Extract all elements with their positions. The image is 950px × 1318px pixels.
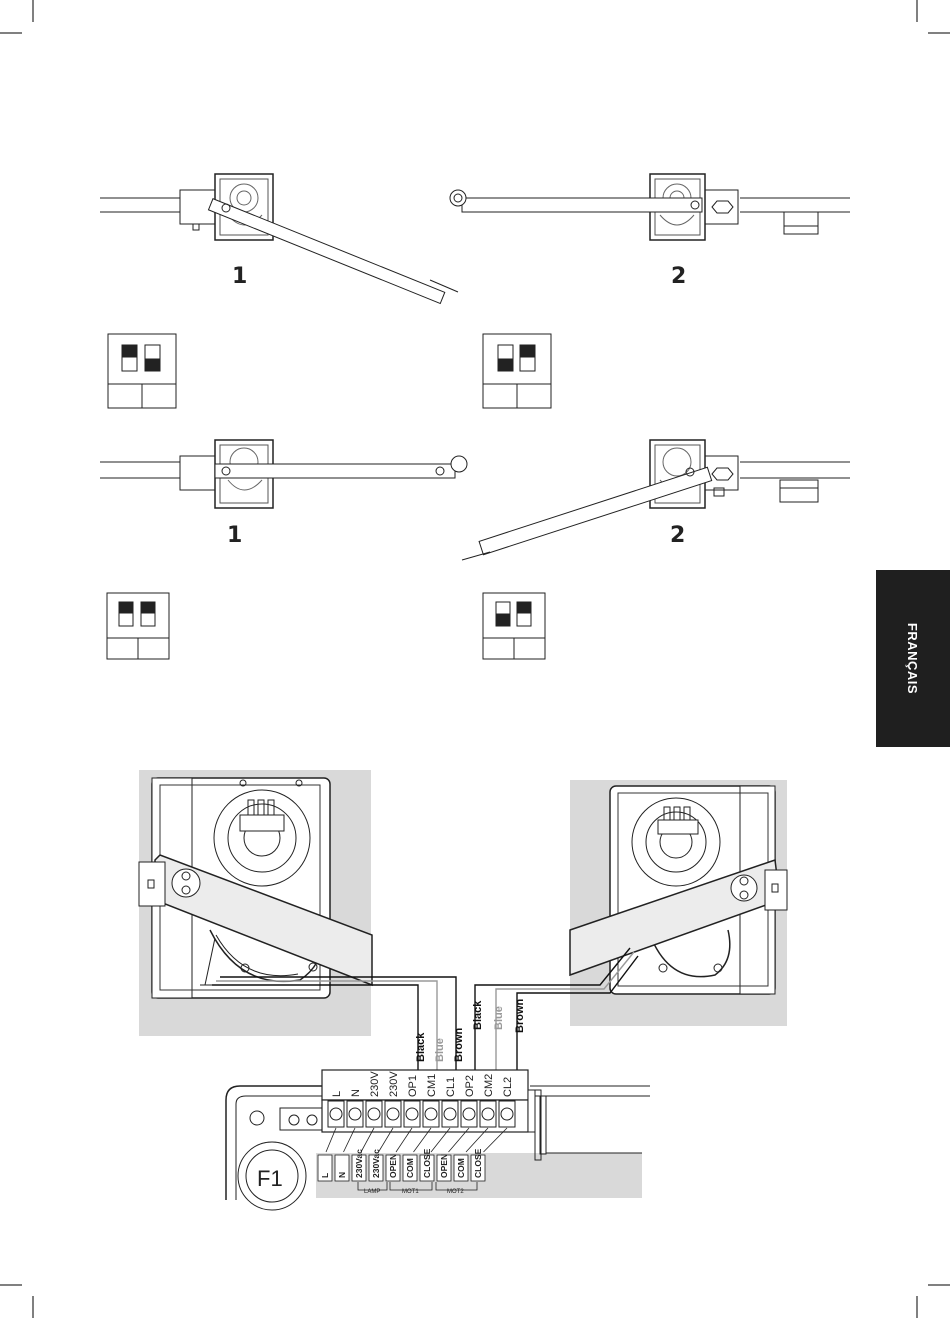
control-board: F1 L N 230V 230V OP1 CM1 CL1 OP2 CM2 CL2 L N 230Vac…	[226, 1070, 650, 1210]
dip-switch-top-right	[483, 334, 551, 408]
legend-group-lamp: LAMP	[364, 1189, 380, 1195]
legend-group-mot2: MOT2	[447, 1189, 464, 1195]
wire-label-brown-left: Brown	[453, 1028, 465, 1063]
legend-label: CLOSE	[422, 1148, 432, 1178]
wire-label-blue-right: Blue	[493, 1006, 505, 1030]
terminal-label: CL2	[502, 1077, 514, 1097]
legend-label: OPEN	[439, 1154, 449, 1178]
gate-top-left	[100, 174, 458, 303]
legend-group-mot1: MOT1	[402, 1189, 419, 1195]
wire-label-brown-right: Brown	[514, 999, 526, 1034]
legend-label: 230Vac	[354, 1149, 364, 1178]
terminal-label: L	[331, 1091, 343, 1097]
legend-label: N	[337, 1172, 347, 1178]
language-tab-label: FRANÇAIS	[905, 623, 920, 694]
diagram-number-middle-right: 2	[670, 523, 685, 548]
legend-label: COM	[405, 1158, 415, 1178]
motor-detail-left	[139, 770, 372, 1036]
terminal-label: 230V	[369, 1071, 381, 1097]
dip-switch-middle-right	[483, 593, 545, 659]
dip-switch-middle-left	[107, 593, 169, 659]
legend-label: CLOSE	[473, 1148, 483, 1178]
gate-middle-right	[462, 440, 850, 560]
legend-label: OPEN	[388, 1154, 398, 1178]
wire-label-black-left: Black	[415, 1032, 427, 1062]
diagram-number-top-right: 2	[671, 264, 686, 289]
wire-labels-left: Black Blue Brown	[415, 1028, 465, 1063]
legend-label: 230Vac	[371, 1149, 381, 1178]
terminal-label: OP1	[407, 1075, 419, 1097]
terminal-label: CM1	[426, 1074, 438, 1097]
wire-label-blue-left: Blue	[434, 1038, 446, 1062]
gate-top-right	[450, 174, 850, 240]
fuse-label: F1	[257, 1166, 283, 1191]
language-tab: FRANÇAIS	[876, 570, 950, 747]
legend-label: COM	[456, 1158, 466, 1178]
dip-switch-top-left	[108, 334, 176, 408]
terminal-label: CM2	[483, 1074, 495, 1097]
terminal-label: CL1	[445, 1077, 457, 1097]
diagram-number-middle-left: 1	[227, 523, 242, 548]
wire-labels-right: Black Blue Brown	[472, 999, 526, 1034]
wire-label-black-right: Black	[472, 1000, 484, 1030]
legend-label: L	[320, 1173, 330, 1178]
terminal-label: OP2	[464, 1075, 476, 1097]
diagram-number-top-left: 1	[232, 264, 247, 289]
gate-middle-left	[100, 440, 467, 508]
terminal-label: N	[350, 1089, 362, 1097]
terminal-label: 230V	[388, 1071, 400, 1097]
